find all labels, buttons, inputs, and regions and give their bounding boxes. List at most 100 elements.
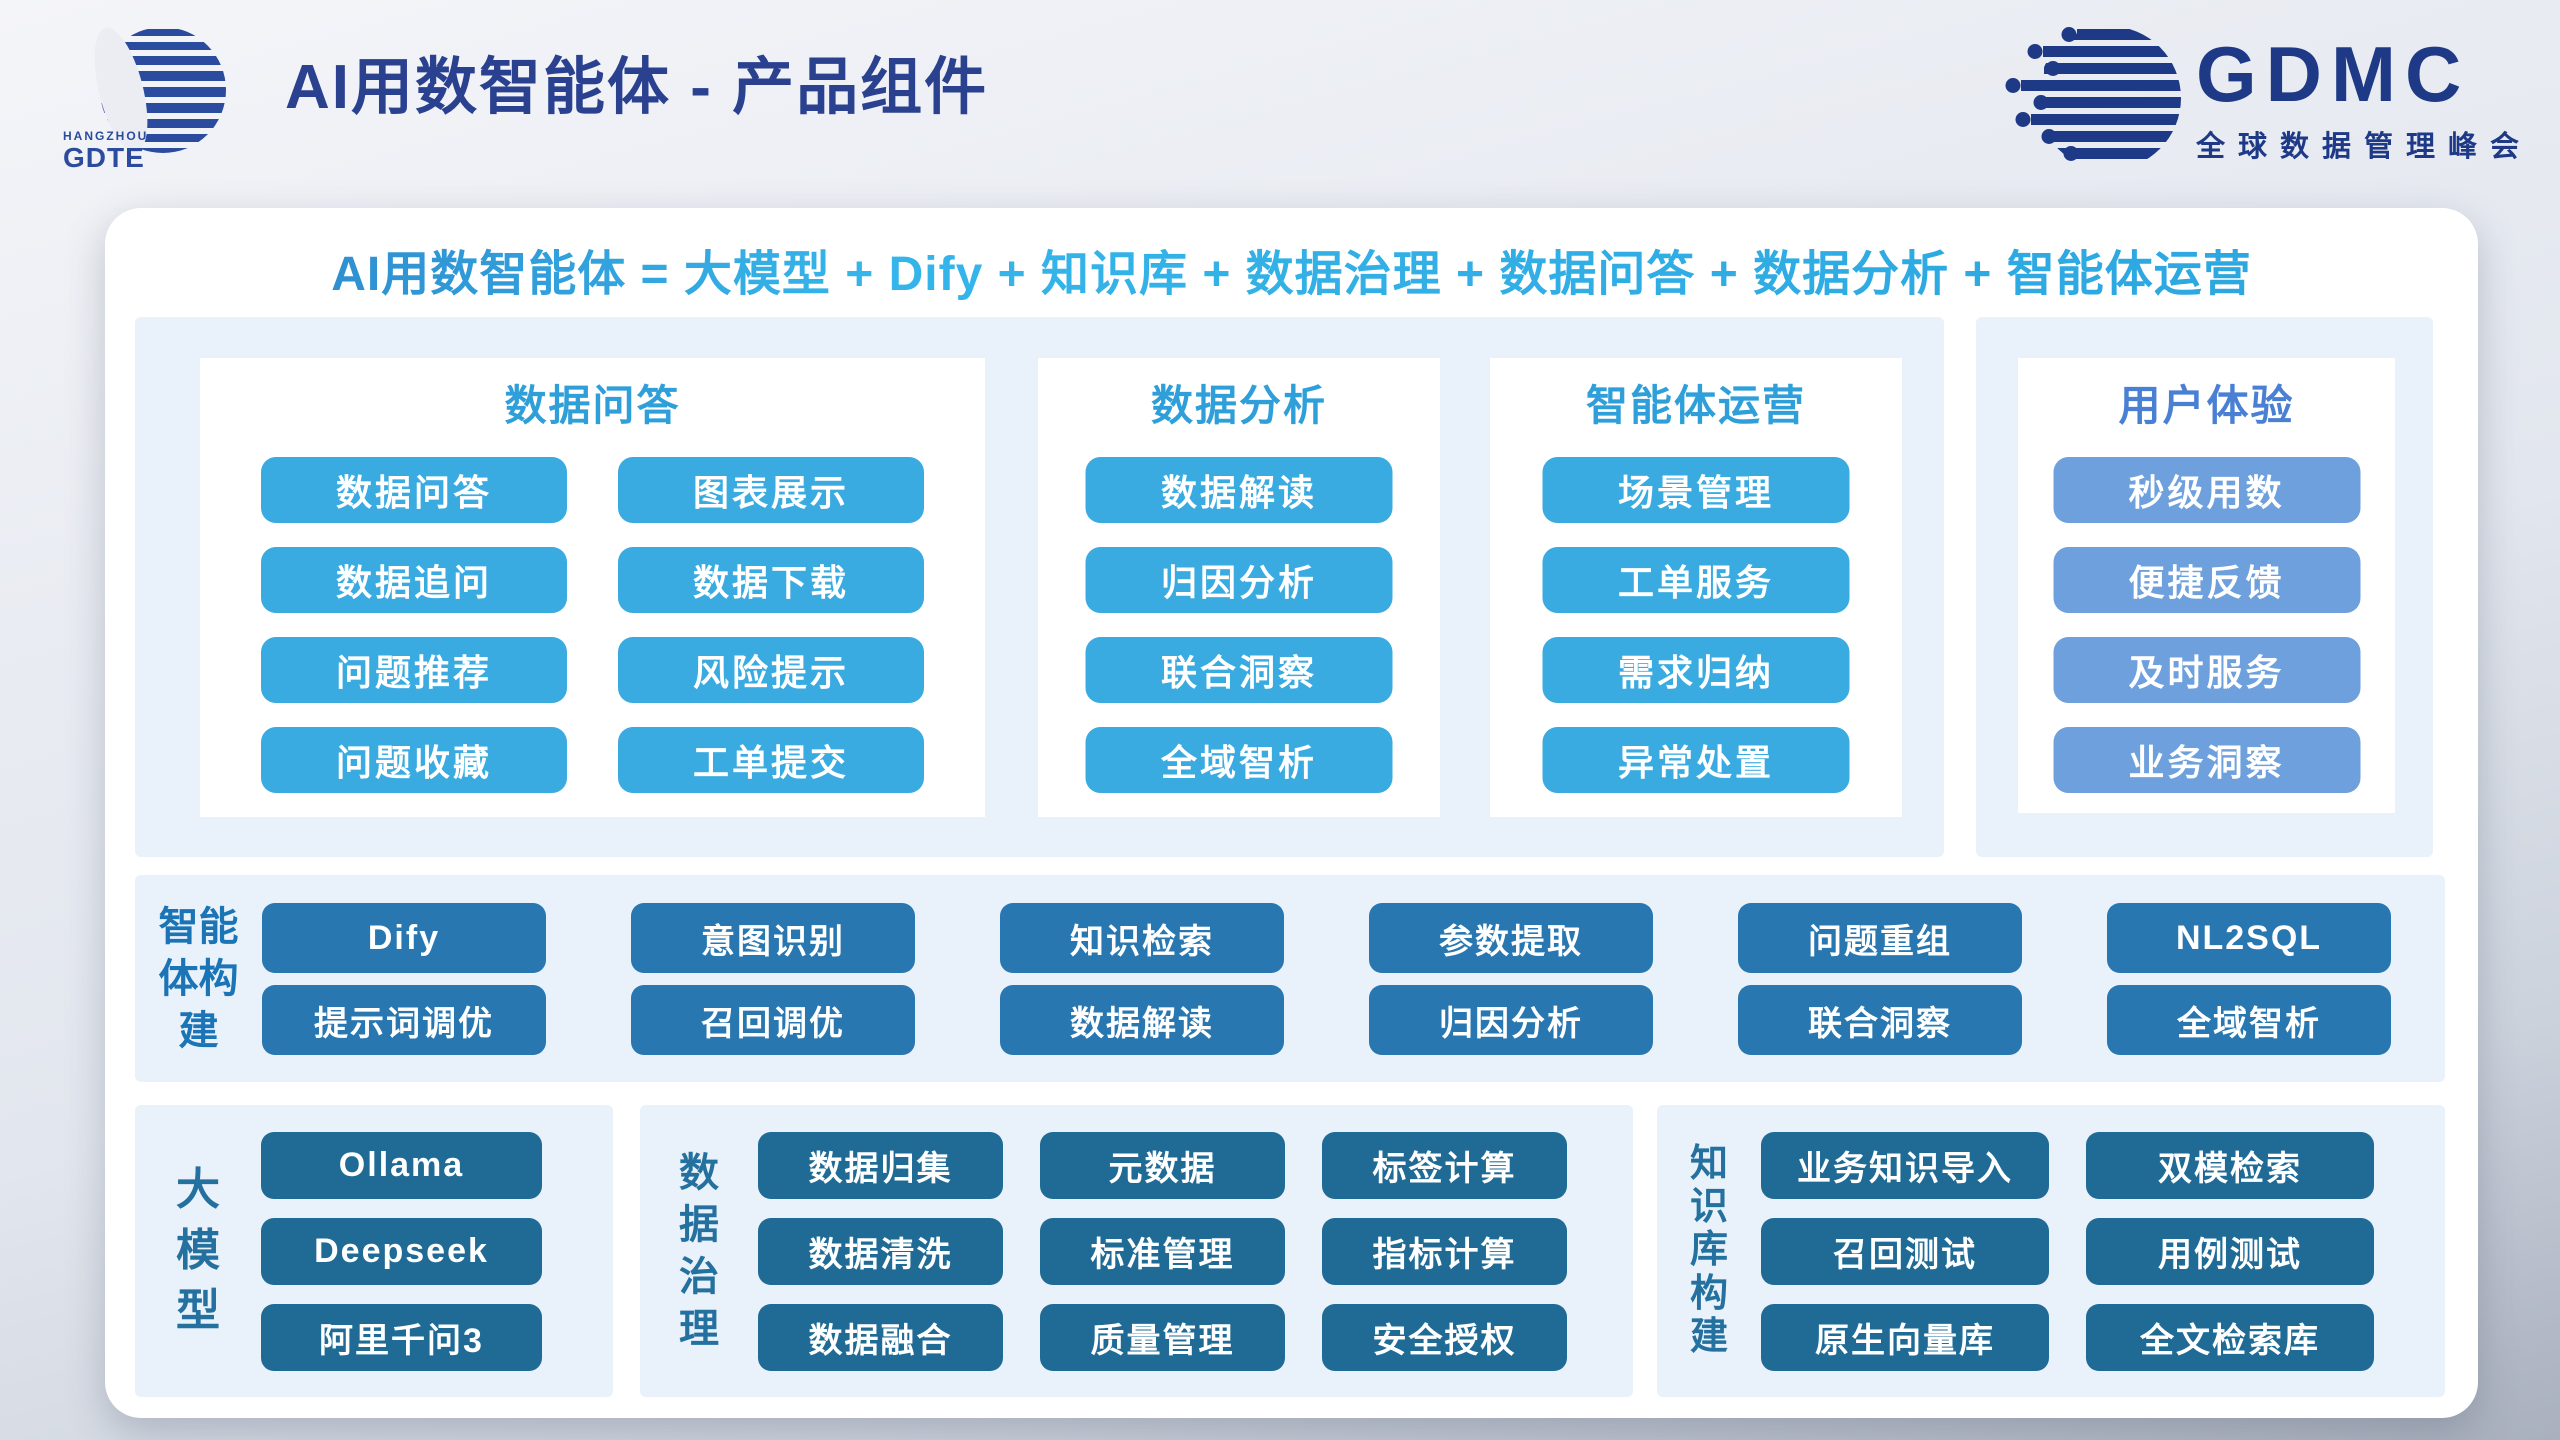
llm-label: 大 模 型 <box>135 1105 261 1397</box>
feature-chip: 数据解读 <box>1085 457 1393 523</box>
feature-chip: 意图识别 <box>631 903 915 973</box>
gdmc-logo: GDMC 全球数据管理峰会 <box>1989 10 2532 190</box>
feature-chip: 归因分析 <box>1369 985 1653 1055</box>
feature-chip: Ollama <box>261 1132 542 1199</box>
section-title: 用户体验 <box>2118 382 2295 429</box>
label-line: 知 <box>1689 1142 1728 1185</box>
label-line: 体构 <box>158 956 239 1001</box>
label-line: 建 <box>178 1008 219 1053</box>
feature-chip: 安全授权 <box>1322 1304 1567 1371</box>
feature-chip: 元数据 <box>1040 1132 1285 1199</box>
agent-construction-panel: 智能 体构 建 Dify 意图识别 知识检索 参数提取 问题重组 NL2SQL … <box>135 875 2445 1082</box>
data-governance-label: 数 据 治 理 <box>640 1105 758 1397</box>
feature-chip: 工单服务 <box>1542 547 1850 613</box>
feature-chip: 归因分析 <box>1085 547 1393 613</box>
chip-grid: 数据解读 归因分析 联合洞察 全域智析 <box>1085 457 1393 793</box>
feature-chip: 异常处置 <box>1542 727 1850 793</box>
label-line: 模 <box>176 1225 220 1275</box>
feature-chip: 召回测试 <box>1761 1218 2049 1285</box>
gdte-brand-label: GDTE <box>63 142 145 173</box>
feature-chip: 双模检索 <box>2086 1132 2374 1199</box>
feature-chip: 数据追问 <box>261 547 567 613</box>
feature-chip: 数据解读 <box>1000 985 1284 1055</box>
data-governance-panel: 数 据 治 理 数据归集 元数据 标签计算 数据清洗 标准管理 指标计算 数据融… <box>640 1105 1633 1397</box>
slide-header: HANGZHOU GDTE AI用数智能体 - 产品组件 <box>0 0 2560 205</box>
section-data-analysis: 数据分析 数据解读 归因分析 联合洞察 全域智析 <box>1038 358 1440 817</box>
label-line: 数 <box>679 1151 719 1195</box>
feature-chip: Dify <box>262 903 546 973</box>
gdte-logo: HANGZHOU GDTE <box>45 10 245 190</box>
circuit-globe-icon <box>1989 12 2184 189</box>
label-line: 大 <box>176 1164 220 1214</box>
feature-chip: 质量管理 <box>1040 1304 1285 1371</box>
feature-chip: 用例测试 <box>2086 1218 2374 1285</box>
gdmc-brand-label: GDMC <box>2195 30 2471 118</box>
feature-chip: 及时服务 <box>2053 637 2360 703</box>
feature-chip: 数据融合 <box>758 1304 1003 1371</box>
label-line: 据 <box>679 1203 719 1247</box>
feature-chip: 需求归纳 <box>1542 637 1850 703</box>
llm-panel: 大 模 型 Ollama Deepseek 阿里千问3 <box>135 1105 613 1397</box>
section-data-qa: 数据问答 数据问答 图表展示 数据追问 数据下载 问题推荐 风险提示 问题收藏 … <box>200 358 985 817</box>
gdte-wordmark: HANGZHOU GDTE <box>63 130 148 172</box>
feature-chip: 秒级用数 <box>2053 457 2360 523</box>
feature-chip: 业务洞察 <box>2053 727 2360 793</box>
formula-banner: AI用数智能体 = 大模型 + Dify + 知识库 + 数据治理 + 数据问答… <box>105 234 2478 304</box>
label-line: 库 <box>1689 1229 1728 1272</box>
feature-chip: 数据问答 <box>261 457 567 523</box>
feature-chip: 联合洞察 <box>1085 637 1393 703</box>
chip-grid: 数据归集 元数据 标签计算 数据清洗 标准管理 指标计算 数据融合 质量管理 安… <box>758 1132 1567 1371</box>
feature-chip: 全域智析 <box>1085 727 1393 793</box>
section-title: 智能体运营 <box>1585 382 1806 429</box>
gdmc-wordmark: GDMC 全球数据管理峰会 <box>2196 35 2532 165</box>
feature-chip: 全域智析 <box>2107 985 2391 1055</box>
feature-chip: 联合洞察 <box>1738 985 2022 1055</box>
feature-chip: 提示词调优 <box>262 985 546 1055</box>
label-line: 理 <box>679 1307 719 1351</box>
feature-chip: 问题重组 <box>1738 903 2022 973</box>
agent-construction-label: 智能 体构 建 <box>135 875 262 1082</box>
knowledge-base-label: 知 识 库 构 建 <box>1657 1105 1761 1397</box>
feature-chip: 便捷反馈 <box>2053 547 2360 613</box>
label-line: 型 <box>176 1286 220 1336</box>
knowledge-base-panel: 知 识 库 构 建 业务知识导入 双模检索 召回测试 用例测试 原生向量库 全文… <box>1657 1105 2445 1397</box>
label-line: 建 <box>1689 1315 1728 1358</box>
label-line: 构 <box>1689 1272 1728 1315</box>
feature-chip: 召回调优 <box>631 985 915 1055</box>
feature-chip: 全文检索库 <box>2086 1304 2374 1371</box>
user-experience-panel: 用户体验 秒级用数 便捷反馈 及时服务 业务洞察 <box>1976 317 2433 857</box>
label-line: 治 <box>679 1255 719 1299</box>
feature-chip: 风险提示 <box>618 637 924 703</box>
section-title: 数据问答 <box>504 382 681 429</box>
feature-chip: 业务知识导入 <box>1761 1132 2049 1199</box>
feature-chip: 数据归集 <box>758 1132 1003 1199</box>
feature-chip: 指标计算 <box>1322 1218 1567 1285</box>
chip-grid: 场景管理 工单服务 需求归纳 异常处置 <box>1542 457 1850 793</box>
feature-chip: 标准管理 <box>1040 1218 1285 1285</box>
gdte-city-label: HANGZHOU <box>63 129 149 143</box>
label-line: 识 <box>1689 1186 1728 1229</box>
feature-chip: 标签计算 <box>1322 1132 1567 1199</box>
feature-chip: Deepseek <box>261 1218 542 1285</box>
feature-chip: 原生向量库 <box>1761 1304 2049 1371</box>
chip-grid: Dify 意图识别 知识检索 参数提取 问题重组 NL2SQL 提示词调优 召回… <box>262 903 2391 1055</box>
feature-chip: 图表展示 <box>618 457 924 523</box>
gdmc-subtitle: 全球数据管理峰会 <box>2195 131 2532 163</box>
feature-chip: 问题推荐 <box>261 637 567 703</box>
main-card: AI用数智能体 = 大模型 + Dify + 知识库 + 数据治理 + 数据问答… <box>105 208 2478 1418</box>
feature-chip: 阿里千问3 <box>261 1304 542 1371</box>
page-title: AI用数智能体 - 产品组件 <box>285 53 989 122</box>
product-capability-panel: 数据问答 数据问答 图表展示 数据追问 数据下载 问题推荐 风险提示 问题收藏 … <box>135 317 1944 857</box>
label-line: 智能 <box>158 904 239 949</box>
feature-chip: 场景管理 <box>1542 457 1850 523</box>
feature-chip: 数据下载 <box>618 547 924 613</box>
feature-chip: 数据清洗 <box>758 1218 1003 1285</box>
feature-chip: 参数提取 <box>1369 903 1653 973</box>
chip-grid: 数据问答 图表展示 数据追问 数据下载 问题推荐 风险提示 问题收藏 工单提交 <box>261 457 924 793</box>
feature-chip: 问题收藏 <box>261 727 567 793</box>
feature-chip: NL2SQL <box>2107 903 2391 973</box>
chip-grid: 秒级用数 便捷反馈 及时服务 业务洞察 <box>2053 457 2360 793</box>
feature-chip: 知识检索 <box>1000 903 1284 973</box>
chip-grid: 业务知识导入 双模检索 召回测试 用例测试 原生向量库 全文检索库 <box>1761 1132 2374 1371</box>
